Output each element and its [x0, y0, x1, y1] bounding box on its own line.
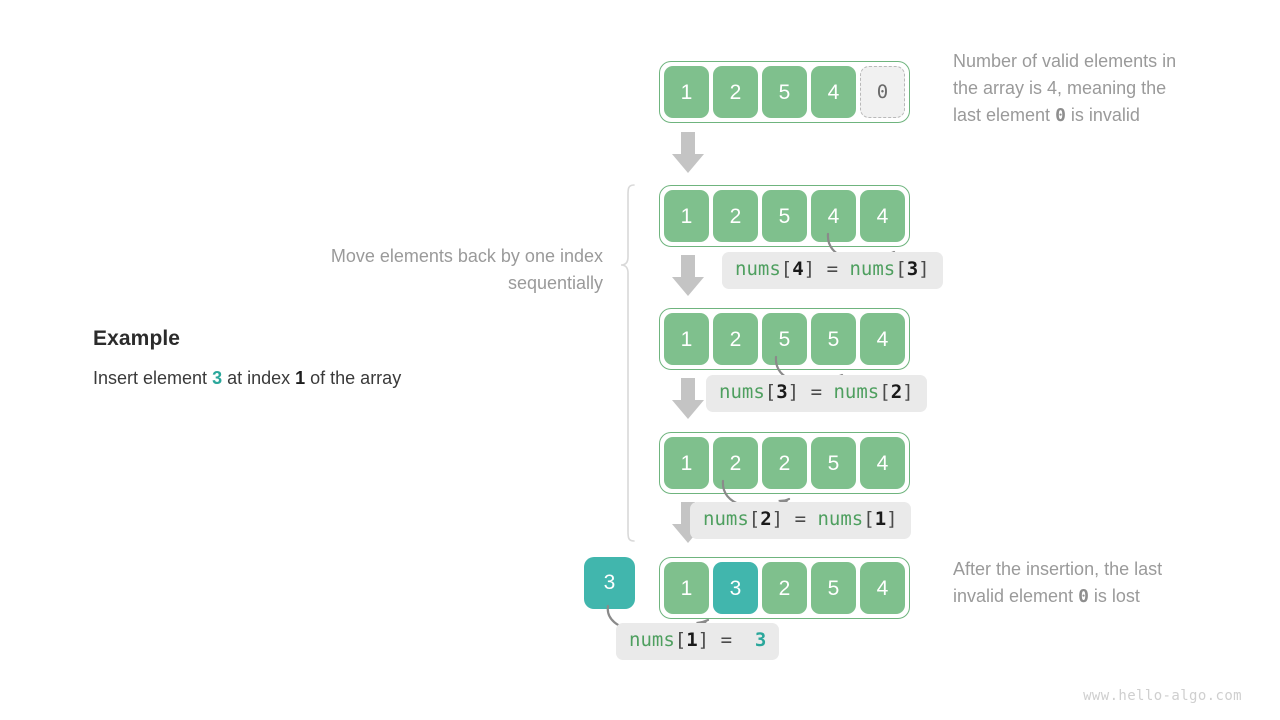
code-lhs-index: 3	[776, 381, 788, 403]
code-rhs-value: 3	[754, 629, 767, 651]
note-bottom-line2-pre: invalid element	[953, 586, 1079, 606]
array-cell-inserted: 3	[713, 562, 758, 614]
array-initial: 1 2 5 4 0	[659, 61, 910, 123]
array-cell: 4	[811, 66, 856, 118]
code-rhs-name: nums	[817, 508, 864, 530]
code-label-3: nums[2] = nums[1]	[690, 502, 911, 539]
array-cell: 1	[664, 190, 709, 242]
code-rhs-name: nums	[833, 381, 880, 403]
note-top-line2: the array is 4, meaning the	[953, 78, 1167, 98]
note-top-line3-post: is invalid	[1065, 105, 1140, 125]
array-cell: 2	[762, 437, 807, 489]
array-cell: 4	[860, 313, 905, 365]
example-middle: at index	[222, 368, 296, 388]
array-cell: 5	[762, 313, 807, 365]
array-cell: 2	[713, 437, 758, 489]
down-arrow-icon	[670, 132, 706, 179]
code-operator: =	[794, 508, 807, 530]
grouping-brace	[618, 183, 638, 548]
code-lhs-name: nums	[629, 629, 675, 651]
code-lhs-index: 4	[792, 258, 804, 280]
note-top-line1: Number of valid elements in	[953, 51, 1177, 71]
array-cell: 5	[811, 313, 856, 365]
array-cell: 1	[664, 562, 709, 614]
array-step-2: 1 2 5 5 4	[659, 308, 910, 370]
array-cell: 5	[811, 437, 856, 489]
code-rhs-index: 1	[874, 508, 887, 530]
array-cell: 1	[664, 313, 709, 365]
example-title: Example	[93, 327, 181, 350]
code-rhs-name: nums	[849, 258, 896, 280]
note-bottom-zero: 0	[1078, 586, 1089, 607]
inserted-element-box: 3	[584, 557, 635, 609]
array-cell: 5	[762, 190, 807, 242]
code-lhs-name: nums	[735, 258, 781, 280]
array-cell: 2	[762, 562, 807, 614]
array-cell: 2	[713, 313, 758, 365]
watermark: www.hello-algo.com	[1083, 688, 1242, 704]
example-description: Insert element 3 at index 1 of the array	[93, 368, 401, 389]
code-lhs-index: 1	[686, 629, 698, 651]
note-top-zero: 0	[1055, 105, 1066, 126]
code-rhs-index: 3	[906, 258, 919, 280]
array-cell: 4	[811, 190, 856, 242]
array-cell: 5	[762, 66, 807, 118]
array-cell: 1	[664, 437, 709, 489]
array-cell: 4	[860, 190, 905, 242]
note-top: Number of valid elements in the array is…	[953, 48, 1263, 129]
code-operator: =	[720, 629, 733, 651]
code-label-2: nums[3] = nums[2]	[706, 375, 927, 412]
down-arrow-icon	[670, 378, 706, 425]
array-step-1: 1 2 5 4 4	[659, 185, 910, 247]
array-step-3: 1 2 2 5 4	[659, 432, 910, 494]
array-cell: 2	[713, 66, 758, 118]
code-operator: =	[826, 258, 839, 280]
note-bottom: After the insertion, the last invalid el…	[953, 556, 1263, 610]
code-label-1: nums[4] = nums[3]	[722, 252, 943, 289]
note-top-line3-pre: last element	[953, 105, 1056, 125]
array-cell-invalid: 0	[860, 66, 905, 118]
array-cell: 2	[713, 190, 758, 242]
note-bottom-line1: After the insertion, the last	[953, 559, 1163, 579]
array-cell: 4	[860, 437, 905, 489]
code-lhs-name: nums	[719, 381, 765, 403]
example-prefix: Insert element	[93, 368, 213, 388]
example-suffix: of the array	[305, 368, 402, 388]
move-elements-note: Move elements back by one index sequenti…	[330, 246, 603, 293]
note-bottom-line2-post: is lost	[1088, 586, 1140, 606]
array-cell: 4	[860, 562, 905, 614]
down-arrow-icon	[670, 255, 706, 302]
array-cell: 5	[811, 562, 856, 614]
array-cell: 1	[664, 66, 709, 118]
code-lhs-name: nums	[703, 508, 749, 530]
code-rhs-index: 2	[890, 381, 903, 403]
array-final: 1 3 2 5 4	[659, 557, 910, 619]
example-insert-index: 1	[295, 368, 306, 388]
code-lhs-index: 2	[760, 508, 772, 530]
example-insert-value: 3	[212, 368, 223, 388]
code-operator: =	[810, 381, 823, 403]
code-label-4: nums[1] = 3	[616, 623, 780, 660]
